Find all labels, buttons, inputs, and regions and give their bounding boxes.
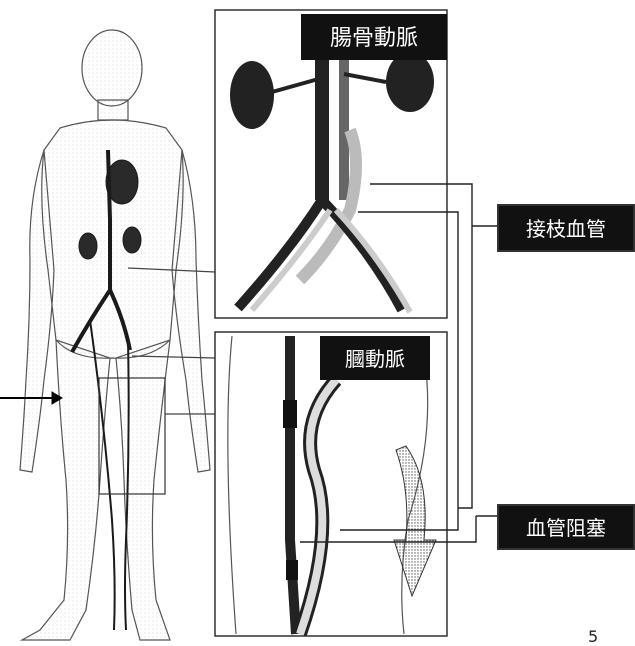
- label-popliteal-artery: 膕動脈: [345, 347, 405, 371]
- arm-right: [172, 150, 210, 472]
- torso: [42, 120, 183, 358]
- inset-kidney-right: [386, 52, 434, 112]
- human-body-figure: [20, 30, 210, 640]
- page-number: 5: [588, 627, 598, 646]
- neck: [98, 100, 128, 120]
- inset-kidney-left: [230, 61, 274, 129]
- head: [82, 30, 142, 106]
- kidney-left: [79, 233, 97, 259]
- aorta: [108, 150, 110, 290]
- label-bypass-vessel: 接枝血管: [526, 217, 606, 241]
- label-iliac-artery: 腸骨動脈: [330, 26, 418, 51]
- kidney-right: [123, 227, 141, 253]
- label-vessel-occlusion: 血管阻塞: [526, 516, 606, 540]
